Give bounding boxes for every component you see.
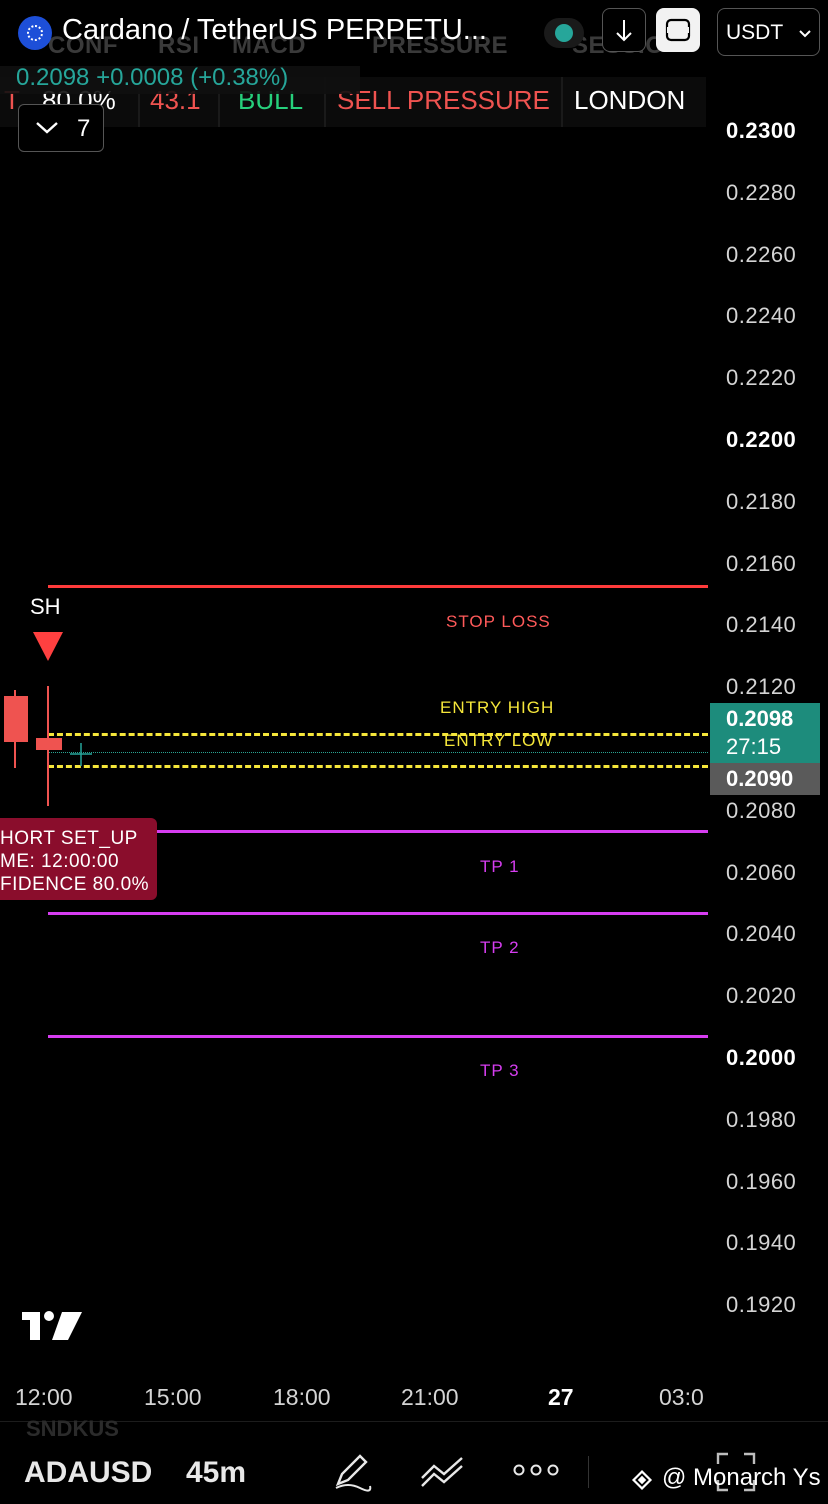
tp2-line[interactable]	[48, 912, 708, 915]
price-axis-label: 0.2000	[726, 1045, 797, 1070]
bid-price-badge: 0.2090	[710, 763, 820, 795]
candle-body	[4, 696, 28, 742]
price-axis-label: 0.2240	[726, 303, 797, 329]
date-label: 27	[548, 1384, 574, 1410]
swing-high-label: SH	[30, 594, 61, 619]
table-divider	[138, 77, 140, 127]
currency-selector[interactable]: USDT	[717, 8, 820, 56]
time-label: 21:00	[401, 1384, 459, 1410]
current-price-line	[48, 752, 708, 753]
tp3-line[interactable]	[48, 1035, 708, 1038]
bid-price-value: 0.2090	[726, 766, 794, 791]
price-axis-label: 0.2120	[726, 674, 797, 700]
candle-body	[36, 738, 62, 750]
bottom-toolbar: SNDKUS ADAUSD 45m @ Monarch Ys	[0, 1416, 828, 1504]
time-label: 15:00	[144, 1384, 202, 1410]
stop-loss-line[interactable]	[48, 585, 708, 588]
tp1-label: TP 1	[480, 857, 520, 876]
price-axis-label: 0.2160	[726, 550, 797, 576]
binance-icon	[631, 1469, 653, 1491]
price-axis-label: 0.2200	[726, 427, 797, 452]
entry-low-line[interactable]	[48, 765, 708, 768]
setup-tooltip: HORT SET_UP ME: 12:00:00 FIDENCE 80.0%	[0, 818, 157, 900]
price-change-bg	[0, 66, 360, 94]
ghost-symbol: SNDKUS	[26, 1416, 119, 1441]
currency-label: USDT	[726, 21, 784, 44]
table-divider	[218, 77, 220, 127]
more-icon[interactable]	[512, 1464, 560, 1476]
chevron-down-icon	[799, 30, 811, 38]
market-status-icon[interactable]	[544, 18, 584, 48]
price-axis-label: 0.1920	[726, 1292, 797, 1318]
arrow-down-icon	[616, 20, 632, 42]
indicator-session-cell: LONDON	[574, 85, 686, 115]
tp2-label: TP 2	[480, 938, 520, 957]
chevron-down-icon	[36, 122, 58, 134]
indicators-icon[interactable]	[420, 1452, 466, 1488]
price-axis-label: 0.1940	[726, 1230, 797, 1256]
time-label: 03:0	[659, 1384, 704, 1410]
candle-countdown: 27:15	[726, 734, 782, 759]
interval-button[interactable]: 45m	[186, 1456, 247, 1489]
price-axis-label: 0.1980	[726, 1106, 797, 1132]
table-divider	[324, 77, 326, 127]
price-axis-label: 0.2260	[726, 241, 797, 267]
price-axis-label: 0.2140	[726, 612, 797, 638]
tp3-label: TP 3	[480, 1061, 520, 1080]
entry-low-label: ENTRY LOW	[444, 731, 554, 750]
compare-icon	[665, 18, 691, 42]
indicator-count: 7	[77, 115, 91, 142]
price-axis-label: 0.1960	[726, 1168, 797, 1194]
price-axis-label: 0.2280	[726, 179, 797, 205]
toolbar-divider	[588, 1456, 589, 1488]
current-price-badge: 0.2098 27:15	[710, 703, 820, 763]
pencil-icon[interactable]	[332, 1450, 372, 1492]
tp1-line[interactable]	[48, 830, 708, 833]
stop-loss-label: STOP LOSS	[446, 612, 551, 631]
entry-high-line[interactable]	[48, 733, 708, 736]
time-label: 12:00	[15, 1384, 73, 1410]
price-axis-label: 0.2300	[726, 118, 797, 143]
price-axis-label: 0.2220	[726, 365, 797, 391]
download-button[interactable]	[602, 8, 646, 52]
ghost-col-conf: CONF	[48, 32, 118, 59]
setup-confidence: FIDENCE 80.0%	[0, 874, 150, 895]
watermark-text: @ Monarch Ys	[662, 1464, 821, 1491]
ghost-col-rsi: RSI	[158, 32, 200, 59]
entry-high-label: ENTRY HIGH	[440, 698, 555, 717]
fullscreen-icon[interactable]	[716, 1452, 756, 1492]
collapse-indicators-button[interactable]: 7	[18, 104, 104, 152]
indicator-pressure-cell: SELL PRESSURE	[337, 85, 550, 115]
price-axis-label: 0.2080	[726, 797, 797, 823]
ghost-col-pressure: PRESSURE	[372, 32, 509, 59]
price-axis-label: 0.2040	[726, 921, 797, 947]
price-axis-label: 0.2020	[726, 983, 797, 1009]
time-label: 18:00	[273, 1384, 331, 1410]
price-change: 0.2098 +0.0008 (+0.38%)	[16, 64, 289, 91]
setup-time: ME: 12:00:00	[0, 851, 120, 872]
current-price-value: 0.2098	[726, 706, 794, 731]
candles[interactable]	[0, 628, 100, 808]
setup-type: HORT SET_UP	[0, 828, 138, 849]
price-axis-label: 0.2060	[726, 859, 797, 885]
table-divider	[561, 77, 563, 127]
symbol-button[interactable]: ADAUSD	[24, 1456, 153, 1489]
compare-button[interactable]	[656, 8, 700, 52]
sell-signal-marker-icon	[33, 632, 63, 661]
chart-header: CONF RSI MACD PRESSURE SESSIO Cardano / …	[0, 0, 828, 66]
ghost-col-macd: MACD	[232, 32, 306, 59]
cardano-coin-icon	[18, 16, 52, 50]
symbol-title[interactable]: Cardano / TetherUS PERPETU...	[62, 14, 487, 46]
price-axis-label: 0.2180	[726, 488, 797, 514]
tradingview-logo-icon	[22, 1311, 82, 1340]
